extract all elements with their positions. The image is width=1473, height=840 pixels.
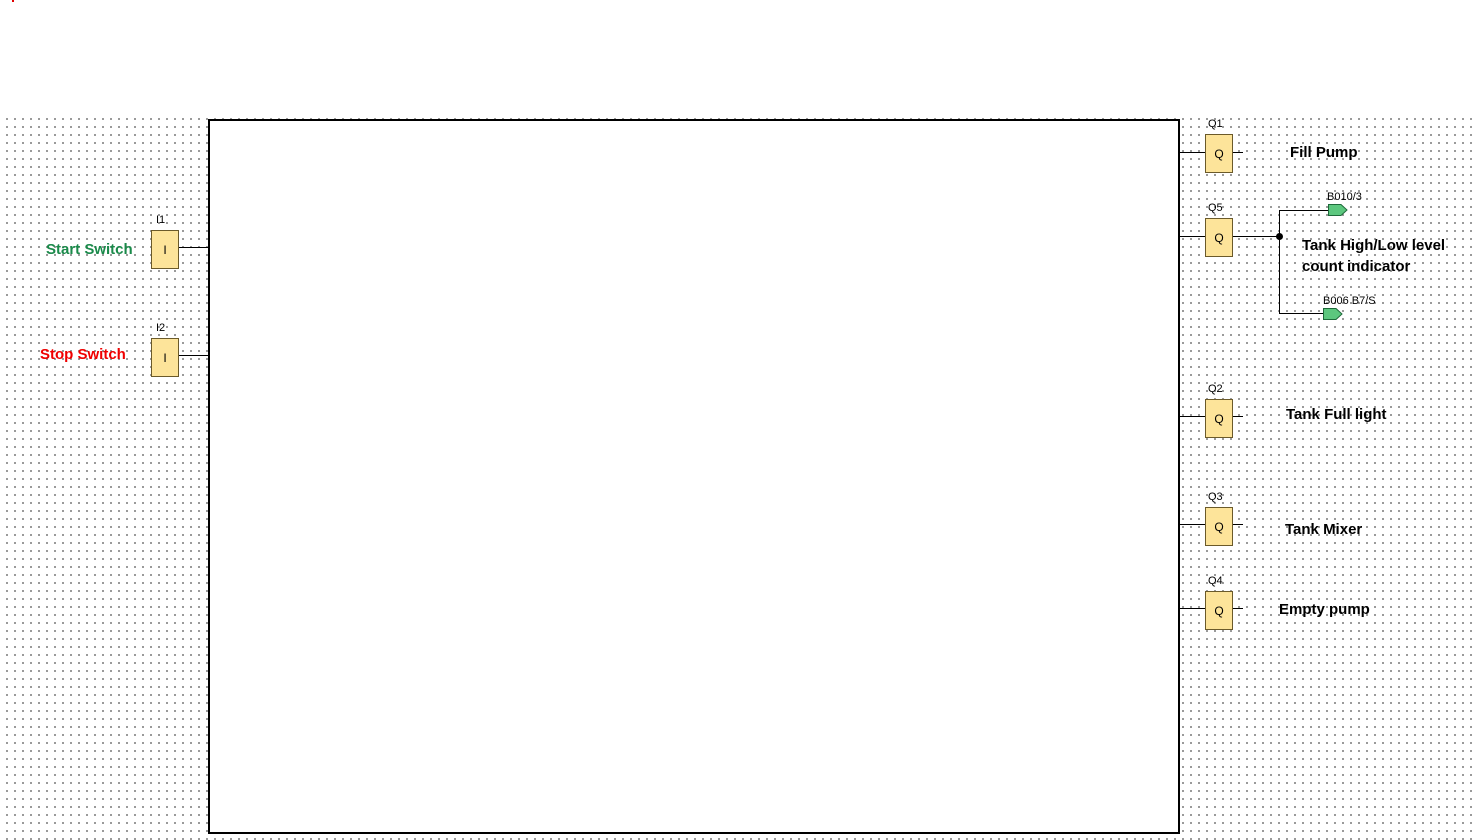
input-i2-label: Stop Switch [40,346,126,363]
output-q1-id: Q1 [1208,118,1223,130]
output-q4-wire-out [1233,608,1243,609]
output-q5-wire-in [1178,236,1205,237]
output-q2-wire-out [1233,416,1243,417]
input-i1-label: Start Switch [46,241,133,258]
branch-wire [1279,210,1280,314]
output-block-q5[interactable]: Q [1205,218,1233,257]
output-q3-wire-out [1233,524,1243,525]
connector-b006-label: B006 B7/S [1323,295,1376,307]
output-q2-label: Tank Full light [1286,406,1387,423]
connector-flag-icon[interactable] [1323,308,1343,320]
input-i2-id: I2 [156,322,166,334]
input-i2-wire [179,355,209,356]
branch-bottom-wire [1279,313,1324,314]
output-q1-wire-out [1233,152,1243,153]
connector-b010-label: B010/3 [1327,191,1362,203]
output-q3-wire-in [1178,524,1205,525]
branch-top-wire [1279,210,1329,211]
output-q5-label-line2: count indicator [1302,258,1411,275]
output-q5-label-line1: Tank High/Low level [1302,237,1446,254]
input-i1-id: I1 [156,214,166,226]
output-q5-id: Q5 [1208,202,1223,214]
connector-flag-icon[interactable] [1328,204,1348,216]
output-q4-wire-in [1178,608,1205,609]
output-q1-label: Fill Pump [1290,144,1358,161]
output-q3-label: Tank Mixer [1285,521,1363,538]
output-q2-id: Q2 [1208,383,1223,395]
input-i1-wire [179,247,209,248]
output-block-q4[interactable]: Q [1205,591,1233,630]
output-block-q3[interactable]: Q [1205,507,1233,546]
output-q1-wire-in [1178,152,1205,153]
output-block-q2[interactable]: Q [1205,399,1233,438]
input-block-i1[interactable]: I [151,230,179,269]
output-q3-id: Q3 [1208,491,1223,503]
input-block-i2[interactable]: I [151,338,179,377]
origin-marker [12,0,14,2]
output-q4-label: Empty pump [1279,601,1370,618]
output-q5-wire-out [1233,236,1279,237]
output-q2-wire-in [1178,416,1205,417]
output-block-q1[interactable]: Q [1205,134,1233,173]
output-q4-id: Q4 [1208,575,1223,587]
program-area[interactable] [208,119,1180,834]
